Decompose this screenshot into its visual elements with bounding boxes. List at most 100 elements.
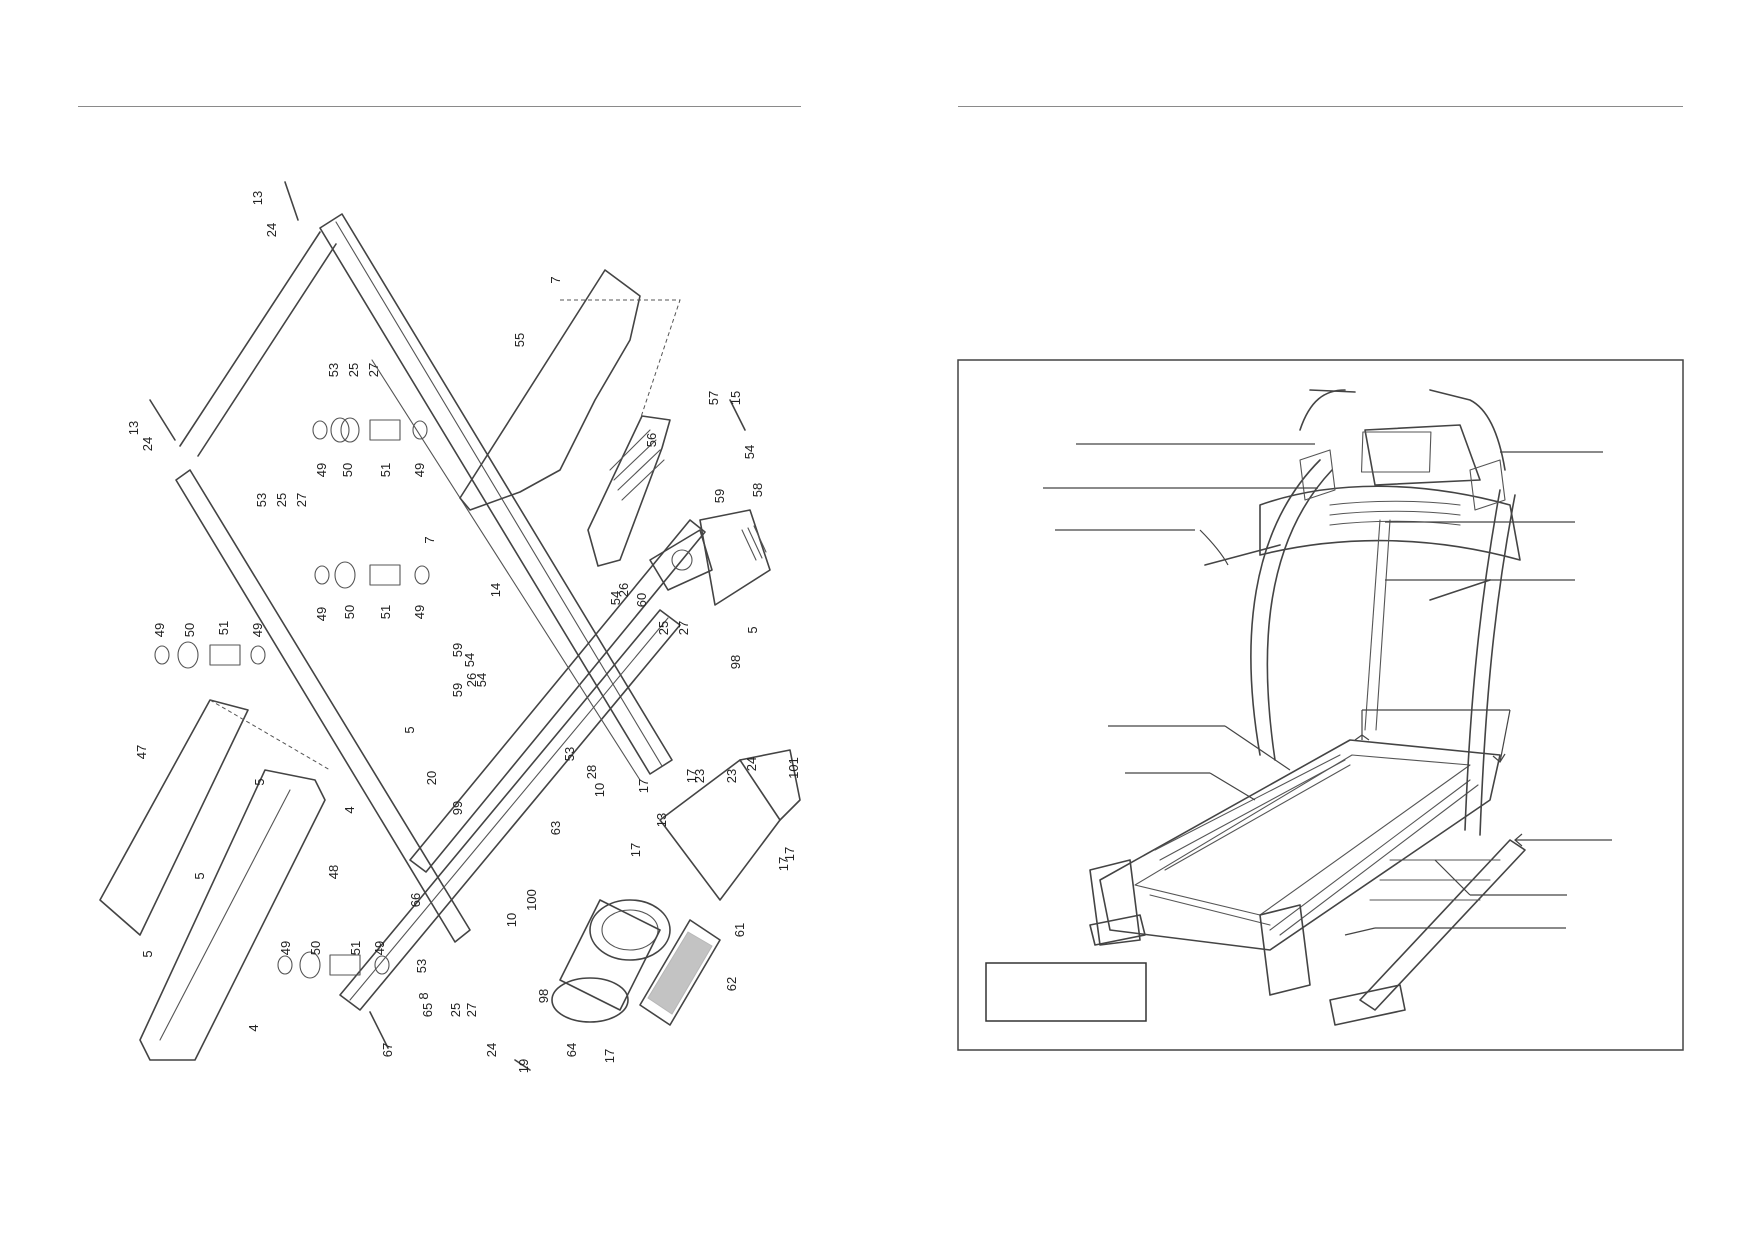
part-label: 55 [512, 333, 527, 347]
treadmill-illustration [1089, 389, 1526, 1026]
part-label: 19 [516, 1059, 531, 1073]
part-label: 5 [745, 626, 760, 633]
part-label: 59 [712, 489, 727, 503]
part-label: 51 [378, 605, 393, 619]
header-rule-right [958, 106, 1683, 107]
part-label: 17 [628, 843, 643, 857]
part-label: 7 [548, 276, 563, 283]
part-label: 27 [464, 1003, 479, 1017]
part-label: 65 [420, 1003, 435, 1017]
part-label: 5 [192, 872, 207, 879]
part-label: 101 [786, 757, 801, 779]
part-label: 24 [484, 1043, 499, 1057]
motor-hood [587, 415, 771, 606]
part-label: 24 [744, 757, 759, 771]
part-label: 60 [634, 593, 649, 607]
part-label: 14 [488, 583, 503, 597]
part-label: 17 [684, 769, 699, 783]
part-label: 25 [656, 621, 671, 635]
frame-rails [175, 213, 706, 1011]
rear-cover [99, 699, 331, 1061]
part-label: 15 [728, 391, 743, 405]
part-label: 51 [378, 463, 393, 477]
part-label: 17 [776, 857, 791, 871]
part-label: 4 [246, 1024, 261, 1031]
assembled-view-frame [957, 359, 1684, 1051]
part-label: 49 [250, 623, 265, 637]
part-label: 27 [366, 363, 381, 377]
part-label: 50 [340, 463, 355, 477]
part-label: 5 [402, 726, 417, 733]
part-label: 25 [448, 1003, 463, 1017]
callout-leaders [1043, 443, 1612, 936]
part-label: 49 [278, 941, 293, 955]
part-label: 58 [750, 483, 765, 497]
part-label: 10 [504, 913, 519, 927]
part-label: 23 [692, 769, 707, 783]
part-label: 28 [584, 765, 599, 779]
motor [551, 899, 671, 1023]
part-label: 51 [348, 941, 363, 955]
part-label: 54 [462, 653, 477, 667]
part-label: 53 [414, 959, 429, 973]
callout-box [985, 962, 1147, 1022]
bolts [149, 181, 746, 1071]
part-label: 100 [524, 889, 539, 911]
part-label: 49 [314, 607, 329, 621]
part-label: 98 [536, 989, 551, 1003]
part-label: 49 [314, 463, 329, 477]
part-label: 26 [464, 673, 479, 687]
part-label: 5 [140, 950, 155, 957]
part-label: 23 [724, 769, 739, 783]
part-label: 59 [450, 643, 465, 657]
part-label: 49 [372, 941, 387, 955]
part-label: 49 [152, 623, 167, 637]
part-label: 26 [616, 583, 631, 597]
part-label: 13 [126, 421, 141, 435]
part-label: 54 [742, 445, 757, 459]
part-label: 17 [782, 847, 797, 861]
part-label: 48 [326, 865, 341, 879]
part-label: 8 [416, 992, 431, 999]
part-label: 53 [254, 493, 269, 507]
part-label: 25 [274, 493, 289, 507]
part-label: 17 [602, 1049, 617, 1063]
part-label: 4 [342, 806, 357, 813]
part-label: 54 [608, 591, 623, 605]
part-label: 63 [548, 821, 563, 835]
part-label: 7 [422, 536, 437, 543]
part-label: 66 [408, 893, 423, 907]
part-label: 27 [676, 621, 691, 635]
part-label: 47 [134, 745, 149, 759]
part-label: 64 [564, 1043, 579, 1057]
part-label: 59 [450, 683, 465, 697]
motor-shield [659, 749, 801, 901]
part-label: 50 [182, 623, 197, 637]
part-label: 99 [450, 801, 465, 815]
part-label: 17 [636, 779, 651, 793]
part-label: 13 [250, 191, 265, 205]
part-label: 27 [294, 493, 309, 507]
part-label: 67 [380, 1043, 395, 1057]
part-label: 53 [562, 747, 577, 761]
header-rule-left [78, 106, 801, 107]
part-label: 49 [412, 463, 427, 477]
part-label: 20 [424, 771, 439, 785]
part-label: 24 [264, 223, 279, 237]
part-label: 53 [326, 363, 341, 377]
part-label: 98 [728, 655, 743, 669]
part-label: 25 [346, 363, 361, 377]
part-label: 61 [732, 923, 747, 937]
part-label: 50 [308, 941, 323, 955]
side-rail-cover [459, 269, 681, 511]
part-label: 54 [474, 673, 489, 687]
controller-board [639, 919, 721, 1026]
part-label: 24 [140, 437, 155, 451]
part-label: 57 [706, 391, 721, 405]
part-label: 10 [592, 783, 607, 797]
part-label: 56 [644, 433, 659, 447]
part-label: 49 [412, 605, 427, 619]
